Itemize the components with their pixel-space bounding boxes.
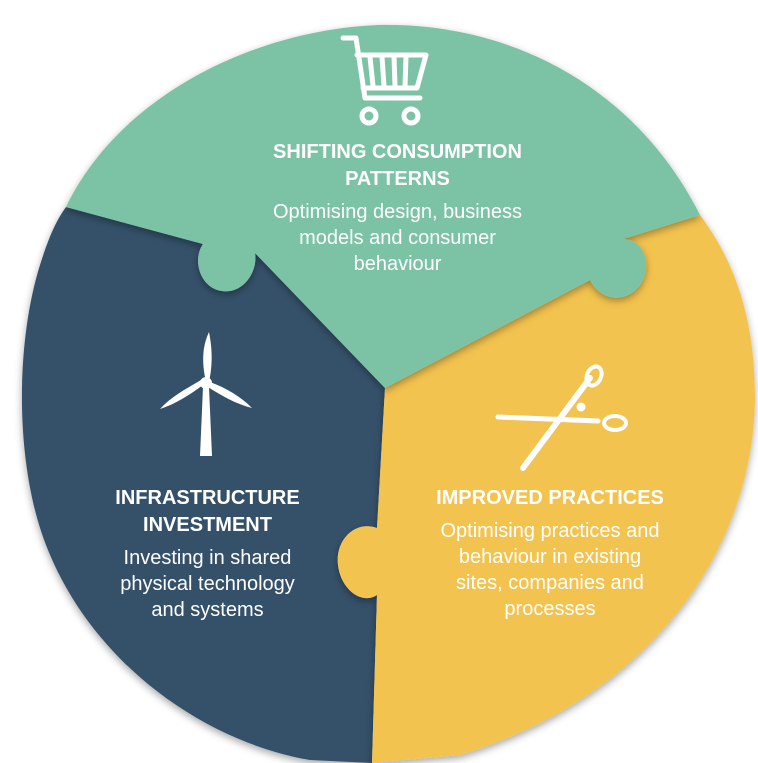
- description-shifting-consumption: Optimising design, business models and c…: [235, 199, 560, 277]
- description-line: Optimising practices and: [440, 520, 660, 542]
- description-line: Optimising design, business: [272, 201, 522, 223]
- caption-infrastructure: INFRASTRUCTURE INVESTMENT Investing in s…: [70, 485, 345, 623]
- description-line: physical technology: [120, 573, 295, 595]
- description-line: behaviour in existing: [458, 546, 642, 568]
- puzzle-piece-infrastructure: [21, 207, 386, 763]
- puzzle-piece-improved-practices: [337, 215, 755, 763]
- description-line: models and consumer: [299, 227, 496, 249]
- title-line: IMPROVED PRACTICES: [436, 487, 664, 509]
- shopping-cart-icon: [340, 35, 429, 126]
- wind-turbine-icon: [160, 332, 252, 456]
- caption-shifting-consumption: SHIFTING CONSUMPTION PATTERNS Optimising…: [235, 139, 560, 277]
- title-line: INFRASTRUCTURE: [115, 487, 300, 509]
- description-infrastructure: Investing in shared physical technology …: [70, 545, 345, 623]
- title-shifting-consumption: SHIFTING CONSUMPTION PATTERNS: [235, 139, 560, 193]
- title-line: PATTERNS: [345, 168, 450, 190]
- title-line: SHIFTING CONSUMPTION: [273, 141, 522, 163]
- description-line: behaviour: [353, 253, 442, 275]
- title-infrastructure: INFRASTRUCTURE INVESTMENT: [70, 485, 345, 539]
- caption-improved-practices: IMPROVED PRACTICES Optimising practices …: [405, 485, 695, 622]
- description-line: and systems: [151, 599, 264, 621]
- description-improved-practices: Optimising practices and behaviour in ex…: [405, 518, 695, 622]
- description-line: Investing in shared: [123, 547, 292, 569]
- title-improved-practices: IMPROVED PRACTICES: [405, 485, 695, 512]
- description-line: sites, companies and: [456, 572, 644, 594]
- scissors-icon: [495, 364, 628, 471]
- puzzle-piece-shifting-consumption: [66, 24, 700, 389]
- title-line: INVESTMENT: [143, 514, 272, 536]
- description-line: processes: [504, 598, 596, 620]
